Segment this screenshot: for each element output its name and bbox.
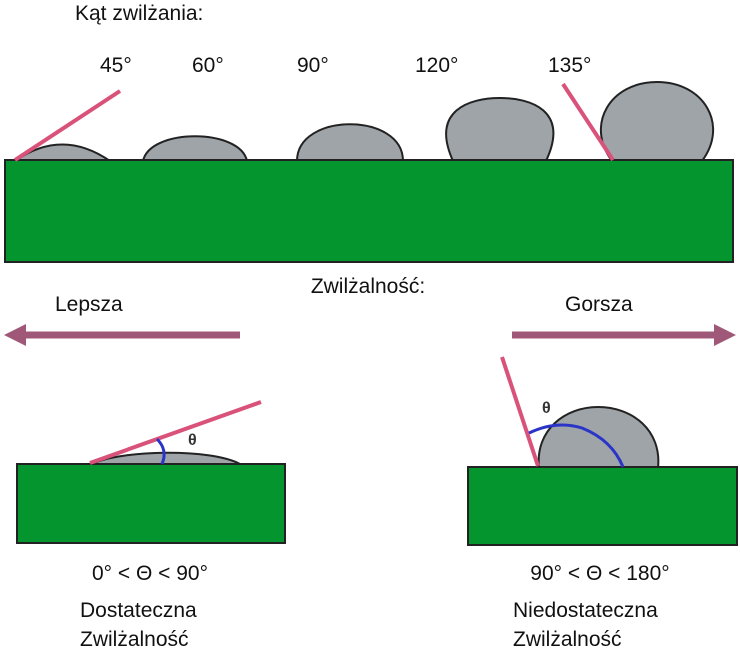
substrate-left	[16, 463, 286, 544]
left-angle-range: 0° < Θ < 90°	[92, 562, 208, 585]
title: Kąt zwilżania:	[75, 2, 203, 25]
arrow-right-icon	[512, 324, 736, 346]
substrate-right	[467, 466, 738, 546]
right-desc-line2: Zwilżalność	[513, 628, 622, 651]
left-desc-line1: Dostateczna	[80, 599, 197, 622]
left-desc-line2: Zwilżalność	[80, 628, 189, 651]
tangent-line-45	[13, 89, 122, 162]
better-label: Lepsza	[55, 293, 123, 316]
angle-label-120: 120°	[415, 54, 458, 77]
wettability-label: Zwilżalność:	[311, 275, 425, 298]
theta-left: θ	[188, 432, 197, 449]
drop-135	[600, 80, 714, 162]
tangent-line-left	[89, 400, 262, 465]
angle-arc-left	[155, 437, 166, 465]
worse-label: Gorsza	[565, 293, 633, 316]
right-desc-line1: Niedostateczna	[513, 599, 658, 622]
arrow-left-icon	[4, 324, 240, 346]
angle-arc-right	[528, 423, 625, 468]
theta-right: θ	[542, 400, 551, 417]
drop-60	[141, 135, 249, 162]
drop-120	[445, 96, 555, 162]
substrate-top	[4, 159, 734, 263]
right-angle-range: 90° < Θ < 180°	[530, 562, 669, 585]
tangent-line-right	[500, 356, 540, 467]
tangent-line-135	[561, 82, 615, 162]
angle-label-45: 45°	[100, 54, 132, 77]
angle-label-90: 90°	[297, 54, 329, 77]
drop-90	[295, 123, 405, 162]
angle-label-135: 135°	[548, 54, 591, 77]
angle-label-60: 60°	[192, 54, 224, 77]
